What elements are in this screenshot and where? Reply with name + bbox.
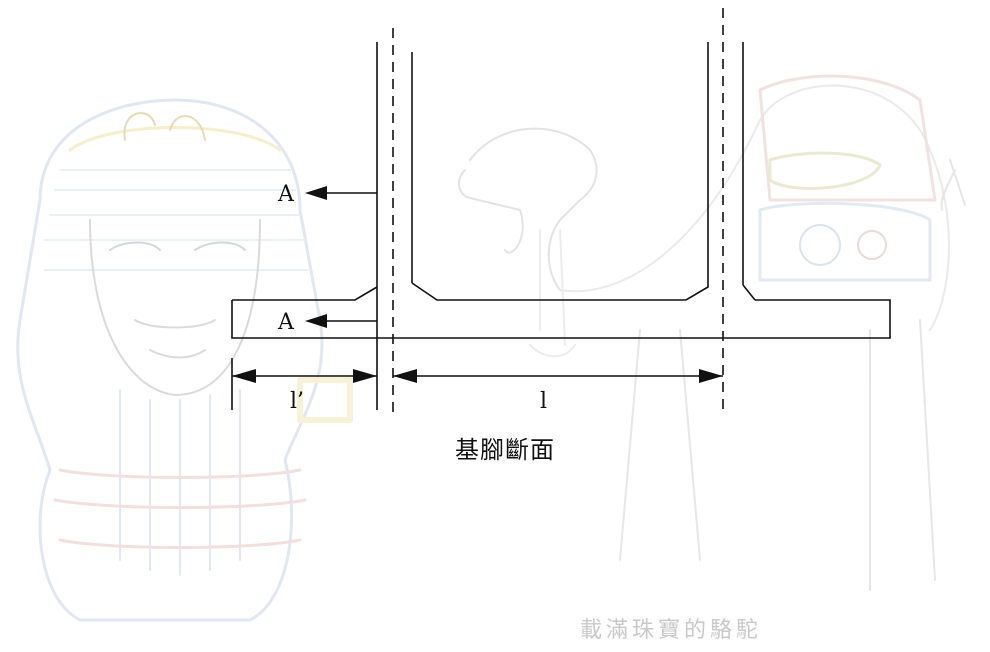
- section-label-upper: A: [277, 182, 295, 207]
- figure-title: 基腳斷面: [455, 436, 555, 464]
- footing-drawing: [231, 8, 891, 412]
- left-column-haunch: [411, 42, 709, 301]
- arrowheads: [232, 186, 723, 383]
- section-arrow-lower-head: [305, 314, 327, 328]
- pharaoh-mask-icon: [16, 98, 353, 622]
- watermark-caption: 載滿珠寶的駱駝: [580, 618, 762, 643]
- dim-left-arrow-end: [353, 369, 377, 383]
- footing-slab-right: [377, 299, 891, 339]
- section-label-lower: A: [277, 310, 295, 335]
- dimension-label-right: l: [540, 389, 547, 414]
- footing-slab: [231, 286, 378, 339]
- dim-left-arrow-start: [232, 369, 256, 383]
- dim-right-arrow-end: [699, 369, 723, 383]
- section-arrow-upper-head: [305, 186, 327, 200]
- dimension-label-left: l’: [290, 389, 304, 414]
- right-column-haunch: [742, 284, 756, 301]
- dim-right-arrow-start: [393, 369, 417, 383]
- camel-icon: [458, 74, 966, 591]
